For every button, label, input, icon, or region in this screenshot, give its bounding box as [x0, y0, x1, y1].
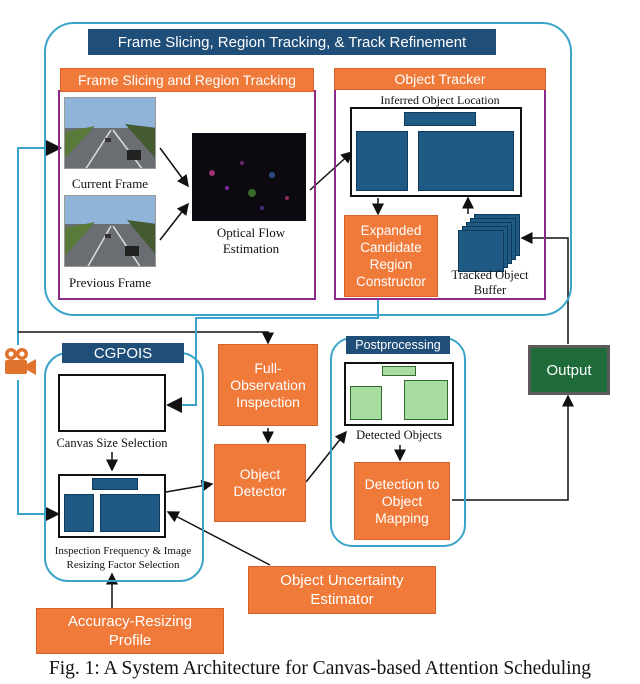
inspection-left-region	[64, 494, 94, 532]
output-to-buffer-line	[520, 232, 569, 344]
canvas-size-selection-label: Canvas Size Selection	[56, 436, 168, 450]
inspection-small-region	[92, 478, 138, 490]
mapping-to-output-line	[452, 394, 574, 501]
tracked-buffer-label-line1: Tracked Object	[451, 268, 529, 282]
flow-to-tracker-arrow	[309, 150, 354, 191]
video-camera-icon	[2, 346, 38, 378]
previous-frame-label: Previous Frame	[69, 275, 151, 290]
full-observation-inspection: Full-Observation Inspection	[218, 344, 318, 426]
previous-frame-image	[64, 195, 156, 267]
object-uncertainty-estimator: Object Uncertainty Estimator	[248, 566, 436, 614]
optical-flow-label-line2: Estimation	[222, 241, 280, 256]
object-tracker-title: Object Tracker	[334, 68, 546, 90]
uncertainty-to-inspection-arrow	[166, 511, 271, 566]
optical-flow-image	[192, 133, 306, 221]
top-module-frame	[44, 22, 572, 316]
cgpois-title: CGPOIS	[62, 343, 184, 363]
figure-caption: Fig. 1: A System Architecture for Canvas…	[48, 658, 592, 679]
tracked-buffer-label-line2: Buffer	[473, 283, 507, 297]
inferred-object-right-region	[418, 131, 514, 191]
postprocessing-title: Postprocessing	[346, 336, 450, 354]
detected-object-small	[382, 366, 416, 376]
inferred-object-location-label: Inferred Object Location	[380, 93, 500, 107]
inferred-object-small-region	[404, 112, 476, 126]
current-to-flow-arrow	[159, 147, 189, 188]
inferred-object-left-region	[356, 131, 408, 191]
object-detector: Object Detector	[214, 444, 306, 522]
detector-to-postprocessing-arrow	[305, 430, 347, 483]
camera-to-frames-line	[17, 140, 62, 345]
frame-slicing-title: Frame Slicing and Region Tracking	[60, 68, 314, 92]
inspection-label-line2: Resizing Factor Selection	[66, 559, 180, 571]
current-frame-label: Current Frame	[71, 176, 149, 191]
inspection-frequency-label: Inspection Frequency & Image Resizing Fa…	[40, 544, 206, 572]
accuracy-resizing-profile: Accuracy-Resizing Profile	[36, 608, 224, 654]
optical-flow-label-line1: Optical Flow	[216, 225, 286, 240]
top-module-title: Frame Slicing, Region Tracking, & Track …	[88, 29, 496, 55]
output-block: Output	[528, 345, 610, 395]
camera-to-full-observation-line	[18, 331, 274, 345]
detected-object-right	[404, 380, 448, 420]
tracked-object-buffer-label: Tracked Object Buffer	[440, 268, 540, 298]
detection-to-object-mapping: Detection to Object Mapping	[354, 462, 450, 540]
detected-object-left	[350, 386, 382, 420]
current-frame-image	[64, 97, 156, 169]
expanded-candidate-region-constructor: Expanded Candidate Region Constructor	[344, 215, 438, 297]
expanded-to-canvas-line	[166, 298, 379, 413]
canvas-size-box	[58, 374, 166, 432]
previous-to-flow-arrow	[159, 202, 189, 241]
inspection-label-line1: Inspection Frequency & Image	[54, 545, 192, 557]
detected-objects-label: Detected Objects	[356, 428, 442, 442]
tracked-buffer-layer-1	[458, 230, 504, 272]
optical-flow-label: Optical Flow Estimation	[196, 225, 306, 257]
inspection-to-detector-arrow	[165, 479, 214, 493]
inspection-right-region	[100, 494, 160, 532]
